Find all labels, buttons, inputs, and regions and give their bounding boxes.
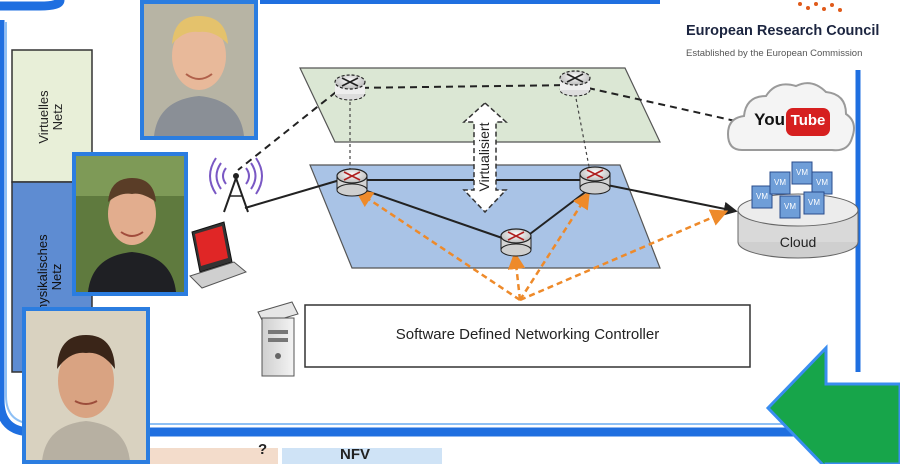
control-links: [355, 190, 729, 302]
virtualized-label: Virtualisiert: [476, 122, 492, 192]
virtual-router-2: [559, 70, 591, 97]
person-photo-1: [140, 0, 258, 140]
vm-label: VM: [774, 178, 786, 187]
controller-box: [304, 304, 751, 368]
vm-label: VM: [816, 178, 828, 187]
virtual-network-label: Virtuelles Netz: [36, 90, 65, 144]
server-icon: [257, 301, 299, 377]
vm-label: VM: [796, 168, 808, 177]
youtube-logo-icon: [786, 108, 830, 136]
vm-label: VM: [756, 192, 768, 201]
vm-label: VM: [808, 198, 820, 207]
physical-plane: [309, 164, 661, 269]
physical-router-2: [579, 166, 611, 195]
physical-router-3: [500, 228, 532, 257]
controller-label: Software Defined Networking Controller: [395, 326, 660, 343]
green-arrow-icon: [765, 344, 900, 464]
cloud-label: Cloud: [779, 234, 817, 250]
youtube-you-text: You: [754, 110, 785, 129]
physical-router-1: [336, 168, 368, 197]
erc-logo-icon: [798, 2, 842, 12]
person-photo-2: [72, 152, 188, 296]
bottom-header-left: [120, 448, 278, 464]
virtualized-arrow: [462, 101, 508, 214]
vm-label: VM: [784, 202, 796, 211]
antenna-icon: [209, 157, 263, 213]
youtube-tube-text: Tube: [790, 112, 826, 129]
virtual-router-1: [334, 74, 366, 101]
laptop-icon: [189, 221, 247, 289]
bottom-header-right: [282, 448, 442, 464]
datacenter-icon: [737, 193, 859, 259]
vm-cubes: [751, 161, 833, 219]
erc-name: European Research Council: [686, 23, 880, 39]
erc-subtitle: Established by the European Commission: [686, 48, 863, 59]
nfv-label: NFV: [340, 446, 370, 463]
question-mark: ?: [258, 441, 268, 458]
person-photo-3: [22, 307, 150, 464]
